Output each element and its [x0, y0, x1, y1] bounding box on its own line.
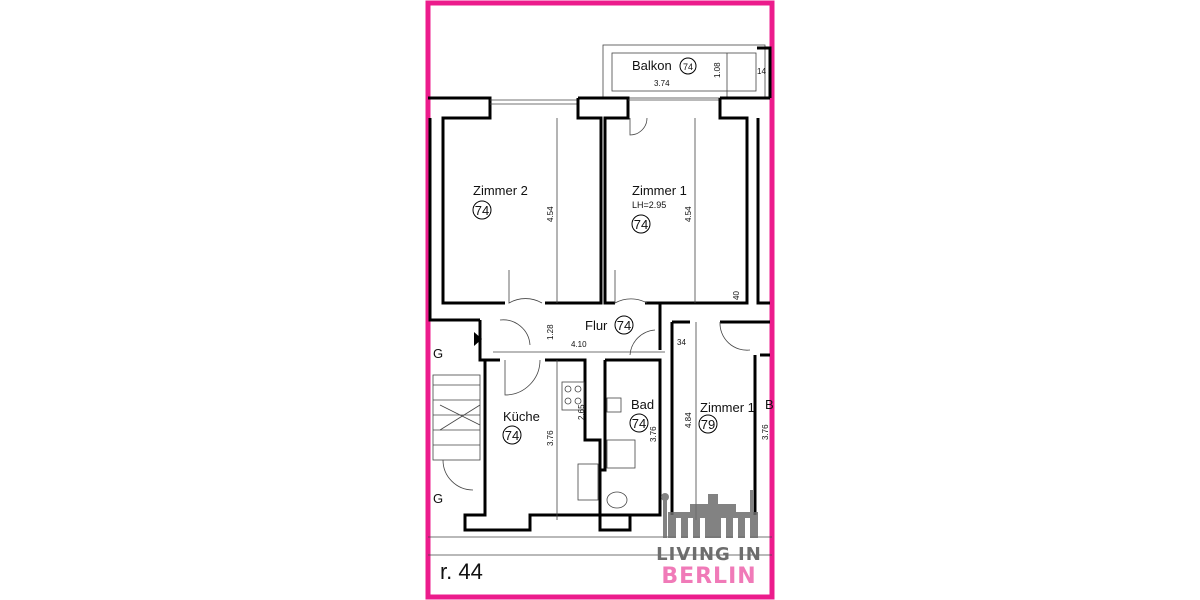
balkon-number: 74	[683, 62, 693, 72]
toilet-icon	[606, 491, 628, 509]
kueche-depth: 3.76	[546, 430, 555, 446]
zimmer1-depth: 4.54	[684, 206, 693, 222]
balkon-label: Balkon	[632, 58, 672, 73]
kueche-number: 74	[505, 428, 519, 443]
flur-depth: 1.28	[546, 324, 555, 340]
walls	[428, 96, 772, 556]
stove-icon	[561, 381, 585, 411]
logo-line2: BERLIN	[661, 564, 756, 589]
building-label: r. 44	[440, 559, 483, 584]
entrance-arrow-icon	[474, 332, 482, 346]
doors	[442, 117, 751, 491]
shower-icon	[606, 439, 636, 469]
kitchen-sink-icon	[577, 463, 599, 501]
bad-number: 74	[632, 416, 646, 431]
balcony: Balkon 74 3.74 1.08 14	[602, 44, 772, 99]
kueche-sub-depth: 2.65	[577, 404, 586, 420]
zimmer79-label: Zimmer 1	[700, 400, 755, 415]
zimmer1-corner-dim: 40	[732, 291, 741, 300]
logo-line1: LIVING IN	[656, 544, 762, 565]
flur-number: 74	[617, 318, 631, 333]
right-room-letter: B	[765, 397, 774, 412]
fixtures	[561, 381, 636, 509]
brandenburg-gate-icon	[661, 490, 758, 538]
right-room-depth: 3.76	[761, 424, 770, 440]
zimmer1-ceiling-height: LH=2.95	[632, 200, 666, 210]
staircase: G G	[432, 346, 481, 506]
zimmer2-number: 74	[475, 203, 489, 218]
zimmer79-number: 79	[701, 417, 715, 432]
flur-width: 4.10	[571, 340, 587, 349]
stair-label-g-2: G	[433, 491, 443, 506]
zimmer79-corner-dim: 34	[677, 338, 686, 347]
balkon-side-dim: 14	[757, 67, 766, 76]
zimmer2-depth: 4.54	[546, 206, 555, 222]
bad-depth: 3.76	[649, 426, 658, 442]
kueche-label: Küche	[503, 409, 540, 424]
balkon-width: 3.74	[654, 79, 670, 88]
zimmer1-label: Zimmer 1	[632, 183, 687, 198]
zimmer79-depth: 4.84	[684, 412, 693, 428]
stair-label-g-1: G	[433, 346, 443, 361]
zimmer1-number: 74	[634, 217, 648, 232]
washbasin-icon	[606, 397, 622, 413]
bad-label: Bad	[631, 397, 654, 412]
frame-border	[425, 0, 775, 600]
flur-label: Flur	[585, 318, 608, 333]
living-in-berlin-logo: LIVING IN BERLIN	[656, 490, 762, 589]
zimmer2-label: Zimmer 2	[473, 183, 528, 198]
balkon-depth: 1.08	[713, 62, 722, 78]
